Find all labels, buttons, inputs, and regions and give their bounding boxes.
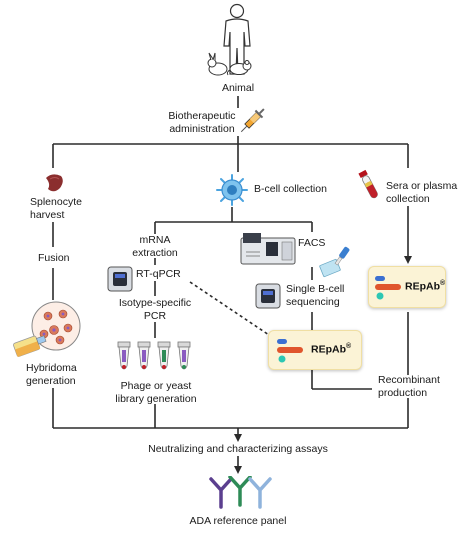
repab-box-sera: REpAb® bbox=[368, 266, 446, 308]
sequencer-icon bbox=[255, 283, 281, 309]
spleen-icon bbox=[46, 174, 63, 192]
label-sera-collection: Sera or plasma collection bbox=[386, 180, 458, 205]
label-hybridoma: Hybridoma generation bbox=[26, 362, 77, 387]
dashed-link-rtqpcr-repab bbox=[189, 281, 273, 338]
rabbit-icon bbox=[207, 52, 228, 76]
label-single-bcell: Single B-cell sequencing bbox=[286, 283, 345, 308]
repab-label: REpAb® bbox=[311, 343, 352, 356]
antibody-icon bbox=[209, 476, 272, 509]
label-rtqpcr: RT-qPCR bbox=[136, 268, 181, 280]
b-cell-icon bbox=[216, 174, 248, 206]
flask-icon bbox=[13, 335, 47, 357]
blood-tube-icon bbox=[358, 169, 378, 199]
mouse-icon bbox=[226, 60, 252, 76]
label-mrna-extraction: mRNA extraction bbox=[132, 234, 178, 259]
repab-label: REpAb® bbox=[405, 280, 446, 293]
label-splenocyte-harvest: Splenocyte harvest bbox=[30, 196, 82, 221]
label-bcell-collection: B-cell collection bbox=[254, 183, 327, 195]
label-phage-library: Phage or yeast library generation bbox=[115, 380, 197, 405]
label-facs: FACS bbox=[298, 237, 326, 249]
label-animal: Animal bbox=[221, 82, 255, 94]
label-isotype-pcr: Isotype-specific PCR bbox=[118, 297, 192, 322]
repab-logo-icon bbox=[277, 339, 303, 363]
label-recombinant: Recombinant production bbox=[378, 374, 440, 399]
pipette-icon bbox=[319, 246, 350, 278]
facs-machine-icon bbox=[240, 233, 296, 265]
label-biotherapeutic: Biotherapeutic administration bbox=[168, 110, 236, 135]
label-neutralizing-assays: Neutralizing and characterizing assays bbox=[148, 443, 328, 455]
label-fusion: Fusion bbox=[38, 252, 70, 264]
repab-logo-icon bbox=[375, 276, 401, 300]
repab-box-bcell: REpAb® bbox=[268, 330, 362, 370]
pcr-tubes-icon bbox=[117, 341, 191, 370]
qpcr-machine-icon bbox=[107, 266, 133, 292]
person-icon bbox=[223, 3, 251, 75]
syringe-icon bbox=[240, 108, 265, 133]
label-ada-panel: ADA reference panel bbox=[189, 515, 287, 527]
